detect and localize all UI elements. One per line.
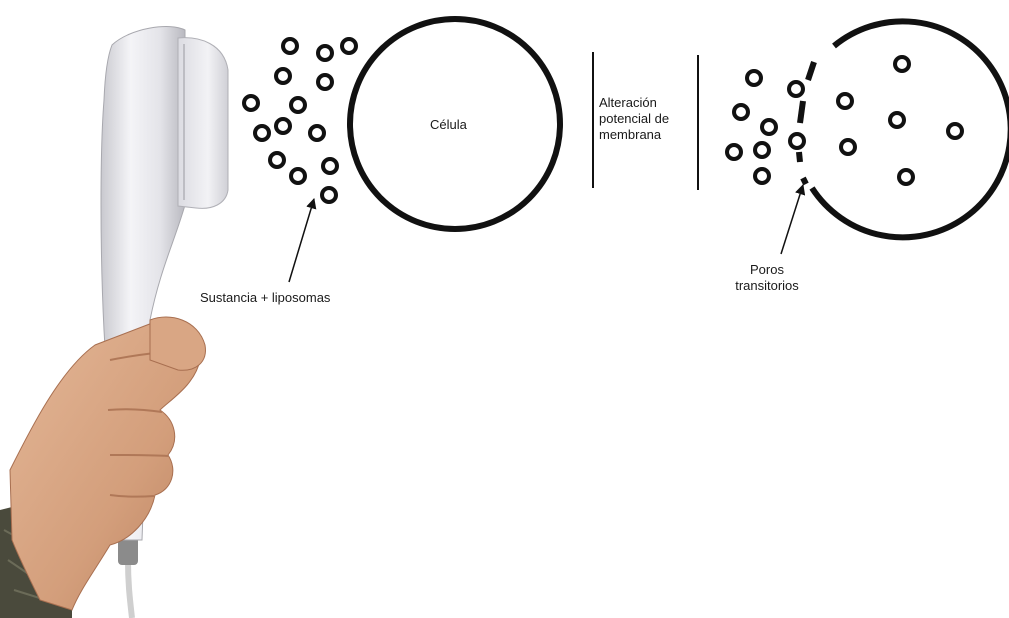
liposome-icon (788, 132, 806, 150)
liposome-cluster-outside (242, 37, 358, 204)
liposome-icon (274, 117, 292, 135)
cable-strain-relief (118, 535, 138, 565)
liposome-icon (760, 118, 778, 136)
liposome-icon (893, 55, 911, 73)
liposome-icon (897, 168, 915, 186)
cell-label: Célula (430, 117, 467, 132)
liposome-icon (289, 96, 307, 114)
liposome-icon (316, 44, 334, 62)
liposome-icon (787, 80, 805, 98)
liposome-icon (753, 141, 771, 159)
liposome-icon (839, 138, 857, 156)
membrane-pore-fragments (796, 61, 817, 186)
liposome-icon (946, 122, 964, 140)
porated-cell-membrane (809, 18, 1009, 241)
liposome-icon (253, 124, 271, 142)
liposome-icon (289, 167, 307, 185)
liposome-icon (888, 111, 906, 129)
transient-pores-label-line2: transitorios (735, 278, 799, 293)
arrow-icon (288, 197, 317, 283)
liposome-icon (340, 37, 358, 55)
transient-pores-label-line1: Poros (750, 262, 784, 277)
liposome-icon (745, 69, 763, 87)
liposome-icon (753, 167, 771, 185)
liposome-icon (242, 94, 260, 112)
liposome-icon (836, 92, 854, 110)
liposome-icon (268, 151, 286, 169)
liposome-icon (281, 37, 299, 55)
liposome-icon (320, 186, 338, 204)
liposome-icon (725, 143, 743, 161)
liposome-icon (321, 157, 339, 175)
transient-pores-label: Poros transitorios (712, 262, 822, 294)
liposome-icon (732, 103, 750, 121)
liposome-icon (316, 73, 334, 91)
membrane-potential-label-line2: potencial de (599, 111, 670, 126)
liposome-icon (274, 67, 292, 85)
membrane-potential-label: Alteración potencial de membrana (599, 95, 669, 143)
substance-liposomes-label: Sustancia + liposomas (200, 290, 331, 305)
membrane-potential-label-line3: membrana (599, 127, 662, 142)
hand-holding-device-icon (0, 25, 229, 618)
liposome-icon (308, 124, 326, 142)
membrane-potential-label-line1: Alteración (599, 95, 657, 110)
liposome-cluster-porated (725, 55, 964, 186)
arrow-icon (780, 183, 806, 255)
intact-cell-membrane (347, 16, 563, 232)
